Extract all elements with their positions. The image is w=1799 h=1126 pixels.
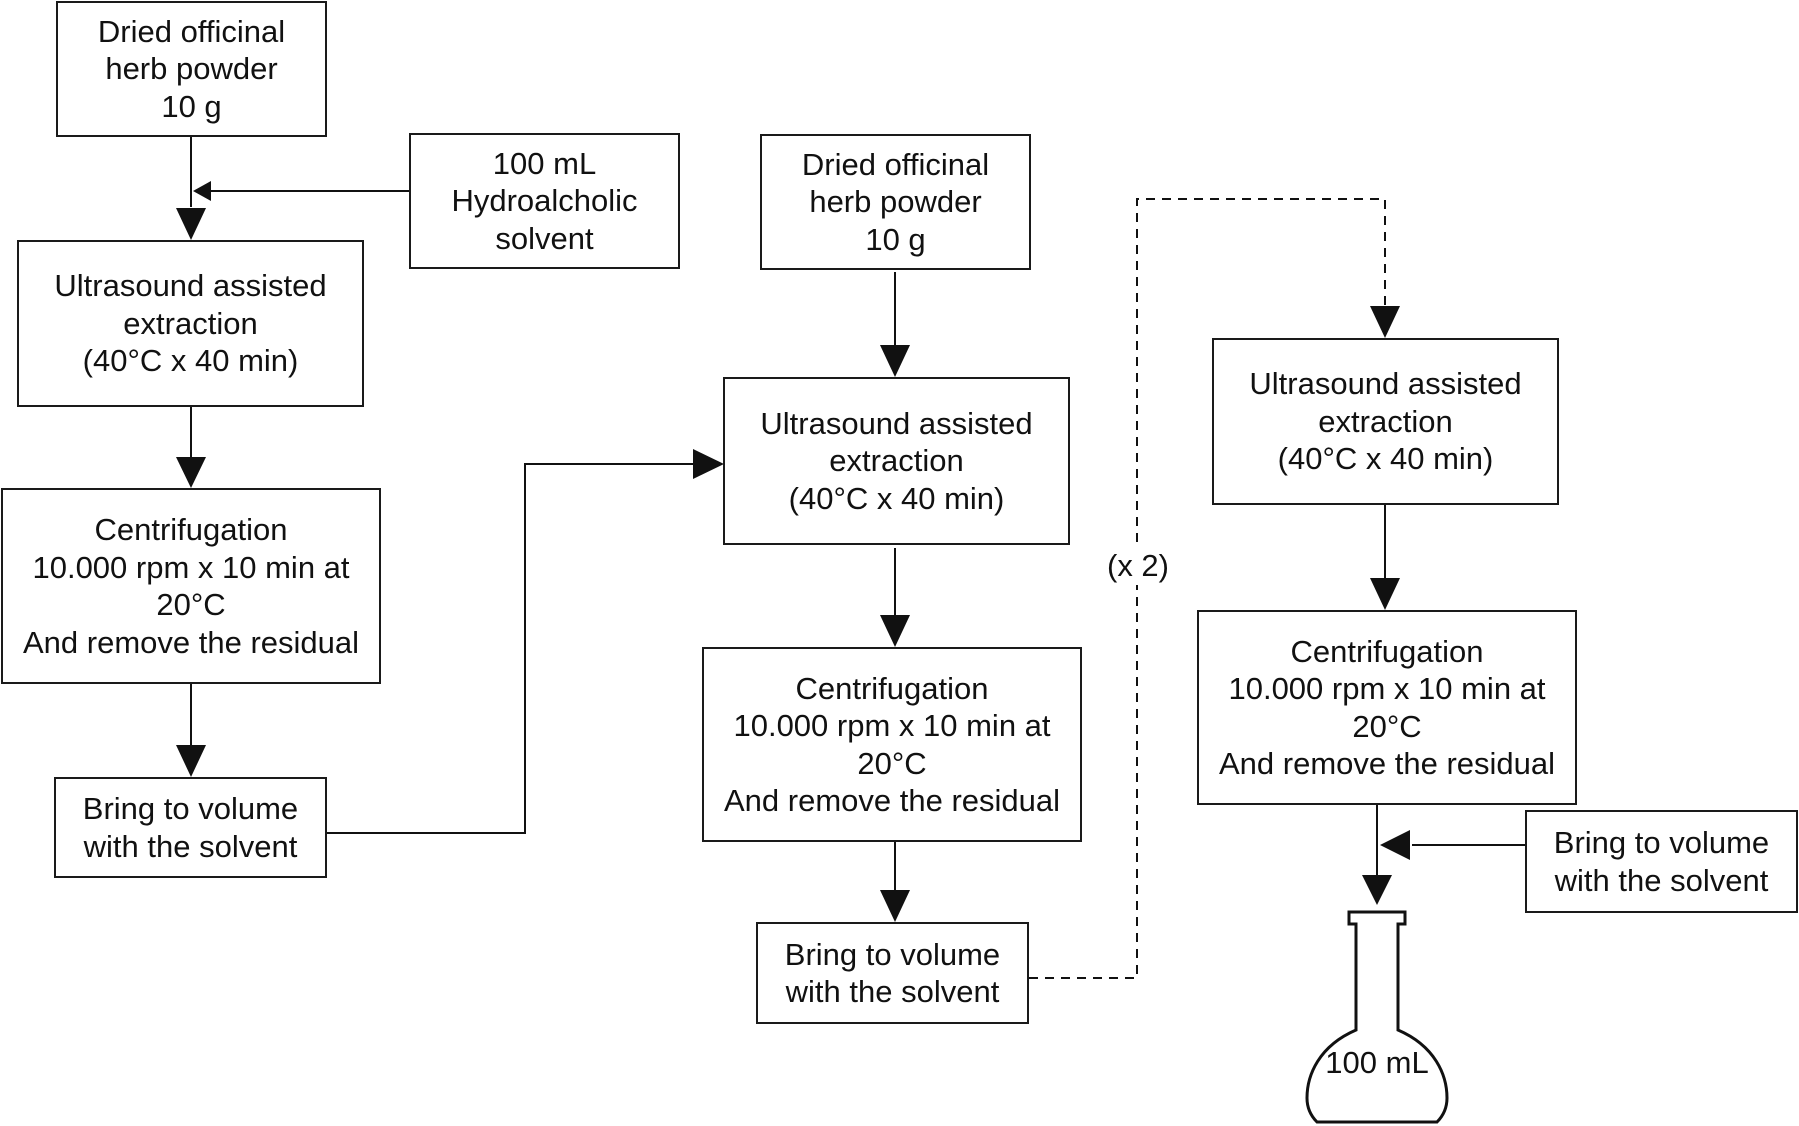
extraction-text-3: Ultrasound assisted extraction (40°C x 4… [1249, 366, 1522, 477]
arrowhead [1370, 578, 1400, 610]
extraction-box-2: Ultrasound assisted extraction (40°C x 4… [723, 377, 1070, 545]
herb-powder-box-1: Dried officinal herb powder 10 g [56, 1, 327, 137]
herb-powder-text-1: Dried officinal herb powder 10 g [97, 13, 286, 124]
solvent-box: 100 mL Hydroalcholic solvent [409, 133, 680, 269]
centrifugation-box-3: Centrifugation 10.000 rpm x 10 min at 20… [1197, 610, 1577, 805]
extraction-text-1: Ultrasound assisted extraction (40°C x 4… [54, 268, 327, 379]
dashed-repeat-loop [1029, 198, 1386, 979]
arrowhead [1362, 875, 1392, 905]
arrowhead [693, 449, 724, 479]
arrow-volume1-to-extraction2 [327, 463, 693, 834]
extraction-box-1: Ultrasound assisted extraction (40°C x 4… [17, 240, 364, 407]
centrifugation-text-3: Centrifugation 10.000 rpm x 10 min at 20… [1218, 633, 1556, 782]
volume-text-3: Bring to volume with the solvent [1553, 825, 1770, 898]
arrowhead [880, 890, 910, 922]
centrifugation-box-2: Centrifugation 10.000 rpm x 10 min at 20… [702, 647, 1082, 842]
extraction-box-3: Ultrasound assisted extraction (40°C x 4… [1212, 338, 1559, 505]
arrowhead [1370, 306, 1400, 338]
arrowhead [176, 745, 206, 777]
arrowhead [1380, 830, 1410, 860]
repeat-count-label: (x 2) [1105, 547, 1171, 585]
centrifugation-text-2: Centrifugation 10.000 rpm x 10 min at 20… [723, 670, 1061, 819]
volume-box-1: Bring to volume with the solvent [54, 777, 327, 878]
arrowhead [880, 345, 910, 377]
arrowhead [193, 181, 211, 201]
centrifugation-box-1: Centrifugation 10.000 rpm x 10 min at 20… [1, 488, 381, 684]
herb-powder-box-2: Dried officinal herb powder 10 g [760, 134, 1031, 270]
volume-text-1: Bring to volume with the solvent [82, 791, 299, 864]
flask-volume-label: 100 mL [1325, 1045, 1429, 1080]
arrowhead [880, 615, 910, 647]
arrowhead [176, 457, 206, 488]
herb-powder-text-2: Dried officinal herb powder 10 g [801, 146, 990, 257]
volume-text-2: Bring to volume with the solvent [784, 936, 1001, 1010]
arrowhead [176, 208, 206, 240]
volume-box-2: Bring to volume with the solvent [756, 922, 1029, 1024]
volume-box-3: Bring to volume with the solvent [1525, 810, 1798, 913]
extraction-text-2: Ultrasound assisted extraction (40°C x 4… [760, 405, 1033, 516]
centrifugation-text-1: Centrifugation 10.000 rpm x 10 min at 20… [22, 512, 360, 660]
volumetric-flask-icon [1305, 910, 1449, 1124]
solvent-text: 100 mL Hydroalcholic solvent [451, 145, 638, 256]
